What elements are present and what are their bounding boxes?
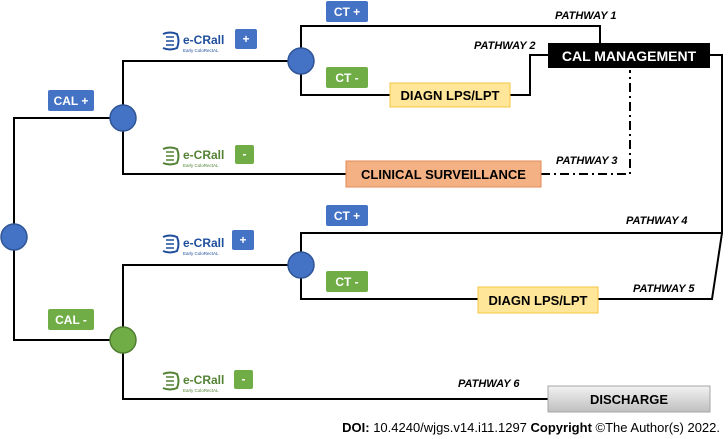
- colon-icon: [162, 371, 180, 391]
- badge-ct-plus-bottom-label: CT +: [334, 209, 360, 223]
- badge-ct-minus-top-label: CT -: [335, 71, 358, 85]
- line-pathway5: [598, 232, 723, 300]
- ecrall-plus-sign: +: [242, 32, 249, 46]
- cal-plus-node: [109, 104, 137, 132]
- ecrall-tagline: Early ColoRectAL: [183, 48, 219, 53]
- doi-value: 10.4240/wjgs.v14.i11.1297: [370, 420, 531, 435]
- ecrall-minus-sign: -: [242, 372, 246, 386]
- badge-ct-minus-bottom-label: CT -: [335, 275, 358, 289]
- badge-cal-minus: CAL -: [48, 309, 94, 330]
- ecrall-tagline: Early ColoRectAL: [183, 388, 219, 393]
- ecrall-plus-sign: +: [239, 233, 246, 247]
- ct-top-node: [287, 47, 315, 75]
- line-calplus-up: [122, 60, 288, 118]
- pathway-6-label: PATHWAY 6: [458, 378, 520, 390]
- ecrall-logo-minus-top: e-CRall Early ColoRectAL -: [162, 145, 254, 168]
- badge-cal-minus-label: CAL -: [55, 313, 87, 327]
- badge-cal-plus: CAL +: [48, 90, 94, 111]
- ecrall-name: e-CRall: [183, 236, 224, 250]
- line-root-up: [13, 117, 110, 237]
- cal-management-box: CAL MANAGEMENT: [548, 43, 710, 68]
- ecrall-logo-minus-bottom: e-CRall Early ColoRectAL -: [162, 370, 253, 393]
- discharge-label: DISCHARGE: [590, 392, 668, 407]
- diagn-top-box: DIAGN LPS/LPT: [389, 82, 511, 108]
- badge-ct-plus-bottom: CT +: [326, 205, 368, 226]
- cal-management-label: CAL MANAGEMENT: [562, 48, 697, 64]
- pathway-3-label: PATHWAY 3: [556, 155, 618, 167]
- cal-minus-node: [109, 326, 137, 354]
- line-ct-top-up: [300, 25, 601, 61]
- line-pathway2: [510, 54, 548, 96]
- ecrall-minus-sign: -: [243, 147, 247, 161]
- ct-bottom-node: [287, 251, 315, 279]
- line-calminus-up: [122, 264, 288, 340]
- ecrall-name: e-CRall: [183, 148, 224, 162]
- diagn-top-label: DIAGN LPS/LPT: [401, 88, 500, 103]
- pathway-1-label: PATHWAY 1: [555, 10, 617, 22]
- badge-ct-plus-top-label: CT +: [334, 5, 360, 19]
- diagn-bottom-label: DIAGN LPS/LPT: [489, 293, 588, 308]
- copyright-label: Copyright: [531, 420, 593, 435]
- clinical-surveillance-label: CLINICAL SURVEILLANCE: [361, 167, 526, 182]
- badge-ct-plus-top: CT +: [326, 1, 368, 22]
- ecrall-tagline: Early ColoRectAL: [183, 163, 219, 168]
- badge-ct-minus-bottom: CT -: [326, 271, 368, 292]
- ecrall-tagline: Early ColoRectAL: [183, 251, 219, 256]
- doi-label: DOI:: [342, 420, 369, 435]
- colon-icon: [162, 146, 180, 166]
- doi-copyright-footer: DOI: 10.4240/wjgs.v14.i11.1297 Copyright…: [342, 420, 720, 435]
- line-calminus-down: [122, 340, 548, 400]
- badge-cal-plus-label: CAL +: [54, 94, 89, 108]
- clinical-surveillance-box: CLINICAL SURVEILLANCE: [345, 160, 542, 188]
- diagn-bottom-box: DIAGN LPS/LPT: [477, 286, 599, 314]
- pathway-2-label: PATHWAY 2: [474, 40, 536, 52]
- pathway-5-label: PATHWAY 5: [633, 283, 695, 295]
- pathway-4-label: PATHWAY 4: [626, 215, 688, 227]
- copyright-value: ©The Author(s) 2022.: [592, 420, 720, 435]
- ecrall-name: e-CRall: [183, 373, 224, 387]
- colon-icon: [162, 234, 180, 254]
- line-pathway3: [541, 70, 631, 175]
- line-calplus-down: [122, 118, 346, 175]
- discharge-box: DISCHARGE: [547, 385, 711, 413]
- badge-ct-minus-top: CT -: [326, 67, 368, 88]
- ecrall-logo-plus-bottom: e-CRall Early ColoRectAL +: [162, 230, 254, 256]
- colon-icon: [162, 31, 180, 51]
- line-root-down: [13, 237, 110, 341]
- ecrall-logo-plus-top: e-CRall Early ColoRectAL +: [162, 29, 257, 53]
- ecrall-name: e-CRall: [183, 33, 224, 47]
- root-node: [0, 223, 28, 251]
